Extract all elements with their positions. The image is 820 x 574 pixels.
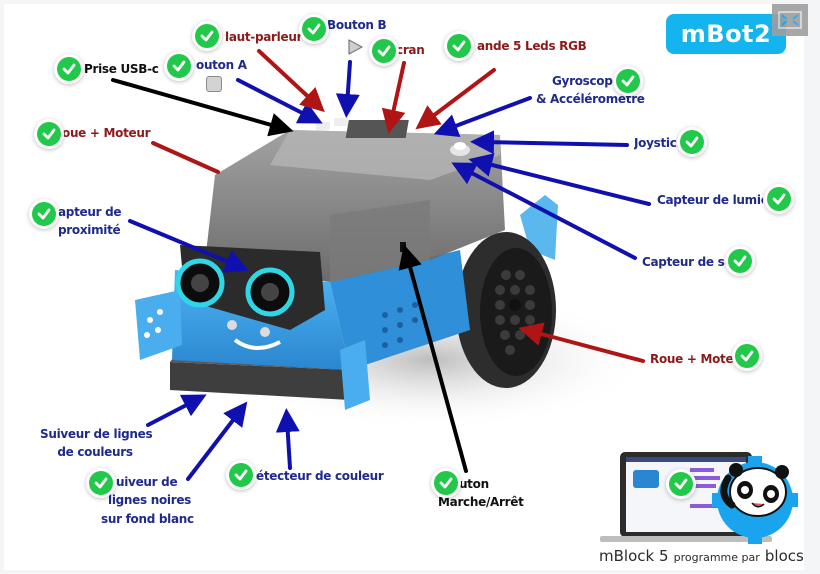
label-gyroscope-line2: & Accéléromètre <box>536 92 645 106</box>
wheel-right <box>456 232 556 388</box>
arrow-prise-usb <box>111 78 294 137</box>
arrow-bouton-a <box>236 78 323 124</box>
check-circle-icon <box>728 249 752 273</box>
check-circle-icon <box>167 54 191 78</box>
check-circle-icon <box>434 471 458 495</box>
check-bande-leds <box>444 31 474 61</box>
check-circle-icon <box>229 463 253 487</box>
arrow-suiveur-noires <box>186 401 248 481</box>
label-ecran: cran <box>396 43 425 57</box>
check-circle-icon <box>57 57 81 81</box>
label-detecteur-couleur: étecteur de couleur <box>256 469 384 483</box>
label-suiveur-noires-line2: lignes noires <box>108 493 192 507</box>
mblock-caption: mBlock 5 programme par blocs <box>599 546 804 565</box>
check-circle-icon <box>302 17 326 41</box>
left-arm <box>135 290 182 360</box>
check-circle-icon <box>767 187 791 211</box>
check-roue-moteur-right <box>732 341 762 371</box>
arrow-bouton-b <box>335 60 360 118</box>
label-suiveur-couleurs-line2: de couleurs <box>57 445 133 459</box>
label-suiveur-noires-line3: sur fond blanc <box>101 512 194 526</box>
arrow-bouton-marche <box>398 244 468 473</box>
arrow-gyroscope <box>433 96 532 138</box>
arrow-capteur-son <box>451 162 637 260</box>
check-bouton-b <box>299 14 329 44</box>
mblock-panda-mascot <box>712 456 798 544</box>
arrow-roue-moteur-right <box>518 322 645 363</box>
check-circle-icon <box>616 69 640 93</box>
check-gyroscope <box>613 66 643 96</box>
fullscreen-toggle-icon <box>778 11 802 29</box>
arrow-detecteur-couleur <box>275 408 300 470</box>
check-suiveur-noires <box>86 468 116 498</box>
check-circle-icon <box>37 122 61 146</box>
mblock-name: mBlock 5 <box>599 547 669 565</box>
label-capteur-proximite-line1: apteur de <box>58 205 122 219</box>
check-bouton-marche <box>431 468 461 498</box>
arrow-bande-leds <box>415 68 496 130</box>
fullscreen-toggle-button[interactable] <box>772 4 808 36</box>
arrow-suiveur-couleurs <box>146 394 207 427</box>
check-circle-icon <box>372 39 396 63</box>
arrow-capteur-proximite <box>128 219 250 273</box>
top-button-a <box>316 122 330 130</box>
check-circle-icon <box>735 344 759 368</box>
check-ecran <box>369 36 399 66</box>
square-button-icon <box>206 76 222 92</box>
check-prise-usb <box>54 54 84 84</box>
check-circle-icon <box>669 472 693 496</box>
mblock-subtitle: programme par <box>673 551 760 564</box>
label-haut-parleur: laut-parleur <box>225 30 303 44</box>
label-bouton-b: Bouton B <box>327 18 387 32</box>
arrow-haut-parleur <box>257 49 325 113</box>
label-roue-moteur-left: oue + Moteur <box>62 126 151 140</box>
check-capteur-son <box>725 246 755 276</box>
check-detecteur-couleur <box>226 460 256 490</box>
check-haut-parleur <box>192 21 222 51</box>
label-roue-moteur-right: Roue + Moteur <box>650 352 734 366</box>
check-circle-icon <box>447 34 471 58</box>
check-capteur-lumiere <box>764 184 794 214</box>
check-circle-icon <box>680 130 704 154</box>
label-joystick: Joystick <box>634 136 678 150</box>
label-bouton-a: outon A <box>196 58 247 72</box>
check-mblock <box>666 469 696 499</box>
label-prise-usb: Prise USB-c <box>84 62 159 76</box>
label-suiveur-couleurs-line1: Suiveur de lignes <box>40 427 153 441</box>
arrow-roue-moteur-left <box>151 141 220 174</box>
mblock-blocs: blocs <box>764 547 804 565</box>
check-circle-icon <box>32 202 56 226</box>
label-bouton-marche-line2: Marche/Arrêt <box>438 495 524 509</box>
label-capteur-lumiere: Capteur de lumière <box>657 193 763 207</box>
arrow-capteur-lumiere <box>468 153 651 206</box>
mbot2-logo: mBot2 <box>666 14 786 54</box>
check-capteur-proximite <box>29 199 59 229</box>
base-plate <box>170 362 350 400</box>
check-circle-icon <box>89 471 113 495</box>
check-bouton-a <box>164 51 194 81</box>
arrow-ecran <box>381 61 406 134</box>
check-roue-moteur-left <box>34 119 64 149</box>
check-joystick <box>677 127 707 157</box>
arrow-joystick <box>470 130 629 155</box>
label-gyroscope-line1: Gyroscope <box>552 74 621 88</box>
play-triangle-icon <box>348 39 363 55</box>
top-button-b <box>334 118 348 126</box>
label-suiveur-noires-line1: uiveur de <box>116 475 178 489</box>
label-capteur-proximite-line2: proximité <box>58 223 121 237</box>
check-circle-icon <box>195 24 219 48</box>
label-bande-leds: ande 5 Leds RGB <box>477 39 587 53</box>
label-capteur-son: Capteur de son <box>642 255 730 269</box>
